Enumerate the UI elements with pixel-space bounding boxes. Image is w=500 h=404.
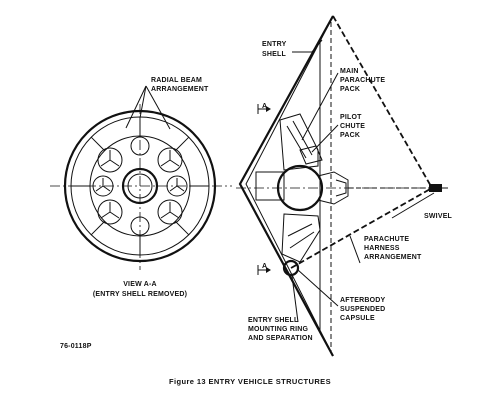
tank-circles <box>92 136 188 236</box>
side-view-drawing <box>236 15 448 357</box>
main-parachute-label-1: MAIN <box>340 68 359 75</box>
entry-shell-label-1: ENTRY <box>262 41 287 48</box>
swivel-fitting <box>429 184 442 192</box>
pilot-chute-label-3: PACK <box>340 132 360 139</box>
mounting-ring-label-3: AND SEPARATION <box>248 335 313 342</box>
main-parachute-pack <box>279 113 319 171</box>
radial-beam-label-1: RADIAL BEAM <box>151 77 202 84</box>
main-parachute-label-3: PACK <box>340 86 360 93</box>
afterbody-label-3: CAPSULE <box>340 315 375 322</box>
pilot-chute-pack <box>299 145 323 165</box>
leader-lines <box>291 39 435 323</box>
mounting-ring <box>282 259 300 277</box>
section-a-top-label: A <box>262 103 267 110</box>
mounting-ring-label-1: ENTRY SHELL <box>248 317 299 324</box>
harness-label-2: HARNESS <box>364 245 400 252</box>
capsule-forebody <box>255 171 285 201</box>
entry-shell-inner <box>245 21 331 351</box>
entry-shell-outline <box>238 15 334 357</box>
harness-lower <box>290 187 433 269</box>
afterbody-label-2: SUSPENDED <box>340 306 385 313</box>
entry-shell-label-2: SHELL <box>262 51 286 58</box>
section-a-marker-bottom <box>257 265 271 275</box>
lower-pack <box>281 213 321 263</box>
radial-beam-label-2: ARRANGEMENT <box>151 86 209 93</box>
figure-caption: Figure 13 ENTRY VEHICLE STRUCTURES <box>169 377 331 386</box>
main-parachute-label-2: PARACHUTE <box>340 77 385 84</box>
harness-label-1: PARACHUTE <box>364 236 409 243</box>
pilot-chute-label-1: PILOT <box>340 114 362 121</box>
swivel-label: SWIVEL <box>424 213 453 220</box>
afterbody-label-1: AFTERBODY <box>340 297 385 304</box>
figure-id: 76-0118P <box>60 343 92 350</box>
view-aa-title: VIEW A-A <box>123 281 157 288</box>
section-a-marker-top <box>257 104 271 114</box>
view-aa-drawing <box>50 85 232 270</box>
harness-upper <box>332 15 433 189</box>
section-a-bottom-label: A <box>262 263 267 270</box>
pilot-chute-label-2: CHUTE <box>340 123 365 130</box>
radial-beam-leaders <box>125 85 171 130</box>
view-aa-subtitle: (ENTRY SHELL REMOVED) <box>93 291 187 298</box>
mounting-ring-label-2: MOUNTING RING <box>248 326 309 333</box>
harness-label-3: ARRANGEMENT <box>364 254 422 261</box>
